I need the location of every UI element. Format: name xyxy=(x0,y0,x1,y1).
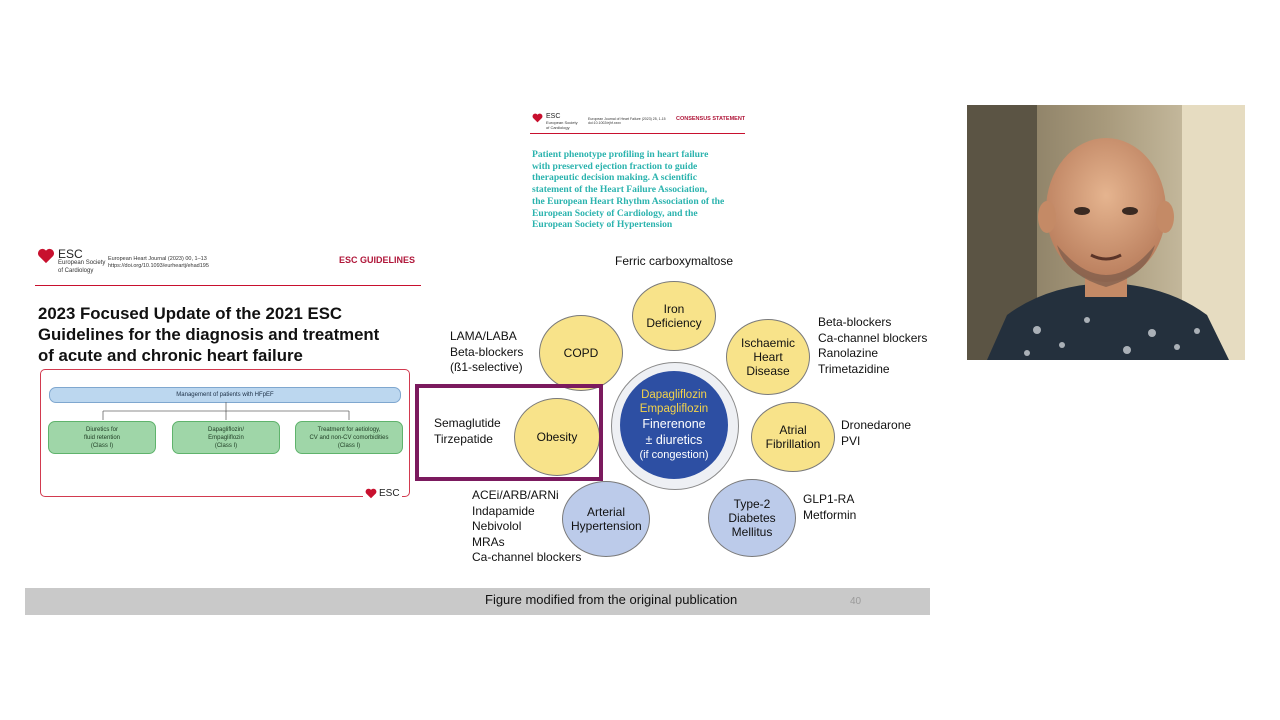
node-iron-deficiency: Iron Deficiency xyxy=(632,281,716,351)
comorbidity-diagram: Dapagliflozin Empagliflozin Finerenone ±… xyxy=(415,250,930,570)
flowchart-box-comorbidities: Treatment for aetiology, CV and non-CV c… xyxy=(295,421,403,454)
guidelines-title: 2023 Focused Update of the 2021 ESC Guid… xyxy=(38,304,380,365)
treatment-copd: LAMA/LABA Beta-blockers (ß1-selective) xyxy=(450,329,524,374)
society-line: of Cardiology xyxy=(546,125,570,130)
esc-logo: ESC European Society of Cardiology xyxy=(37,248,105,275)
guidelines-excerpt: ESC European Society of Cardiology Europ… xyxy=(35,248,425,508)
flowchart-top-box: Management of patients with HFpEF xyxy=(49,387,401,403)
guidelines-badge: ESC GUIDELINES xyxy=(339,255,416,265)
slide-footer-bar: Figure modified from the original public… xyxy=(25,588,930,615)
treatment-diabetes: GLP1-RA Metformin xyxy=(803,492,857,522)
node-obesity: Obesity xyxy=(514,398,600,476)
society-line: European Society xyxy=(58,260,106,266)
node-atrial-fibrillation: Atrial Fibrillation xyxy=(751,402,835,472)
treatment-hypertension: ACEi/ARB/ARNi Indapamide Nebivolol MRAs … xyxy=(472,488,582,564)
presenter-video xyxy=(967,105,1245,360)
obesity-highlight-box xyxy=(415,384,603,481)
center-therapy-circle: Dapagliflozin Empagliflozin Finerenone ±… xyxy=(620,371,728,479)
esc-footer-logo: ESC xyxy=(363,488,402,499)
node-arterial-hypertension: Arterial Hypertension xyxy=(562,481,650,557)
consensus-badge: CONSENSUS STATEMENT xyxy=(676,116,746,122)
flowchart-connectors xyxy=(102,402,350,420)
esc-text: ESC xyxy=(58,247,83,261)
hfpef-flowchart: Management of patients with HFpEF Diuret… xyxy=(40,369,410,499)
flowchart-box-sglt2: Dapagliflozin/ Empagliflozin (Class I) xyxy=(172,421,280,454)
divider xyxy=(35,285,421,286)
flowchart-box-diuretics: Diuretics for fluid retention (Class I) xyxy=(48,421,156,454)
treatment-iron: Ferric carboxymaltose xyxy=(615,254,734,268)
treatment-obesity: Semaglutide Tirzepatide xyxy=(434,416,501,446)
node-copd: COPD xyxy=(539,315,623,391)
journal-reference: European Heart Journal (2023) 00, 1–13 h… xyxy=(108,256,209,269)
consensus-title: Patient phenotype profiling in heart fai… xyxy=(532,149,725,231)
presenter-video-icon xyxy=(967,105,1245,360)
journal-reference: European Journal of Heart Failure (2023)… xyxy=(588,117,666,126)
heart-icon xyxy=(532,113,543,123)
figure-caption: Figure modified from the original public… xyxy=(485,592,738,607)
society-line: European Society xyxy=(546,120,578,125)
node-ischaemic-heart-disease: Ischaemic Heart Disease xyxy=(726,319,810,395)
society-line: of Cardiology xyxy=(58,267,94,274)
presentation-slide: ESC European Society of Cardiology Europ… xyxy=(25,105,930,615)
esc-logo-small: ESC European Society of Cardiology xyxy=(532,113,578,130)
heart-icon xyxy=(365,488,377,499)
page-number: 40 xyxy=(850,596,862,607)
esc-text: ESC xyxy=(546,113,561,120)
node-type2-diabetes: Type-2 Diabetes Mellitus xyxy=(708,479,796,557)
consensus-statement-excerpt: ESC European Society of Cardiology Europ… xyxy=(530,111,750,231)
treatment-atrial: Dronedarone PVI xyxy=(841,418,912,448)
treatment-ischaemic: Beta-blockers Ca-channel blockers Ranola… xyxy=(818,315,928,376)
divider xyxy=(530,133,745,134)
heart-icon xyxy=(38,248,54,264)
